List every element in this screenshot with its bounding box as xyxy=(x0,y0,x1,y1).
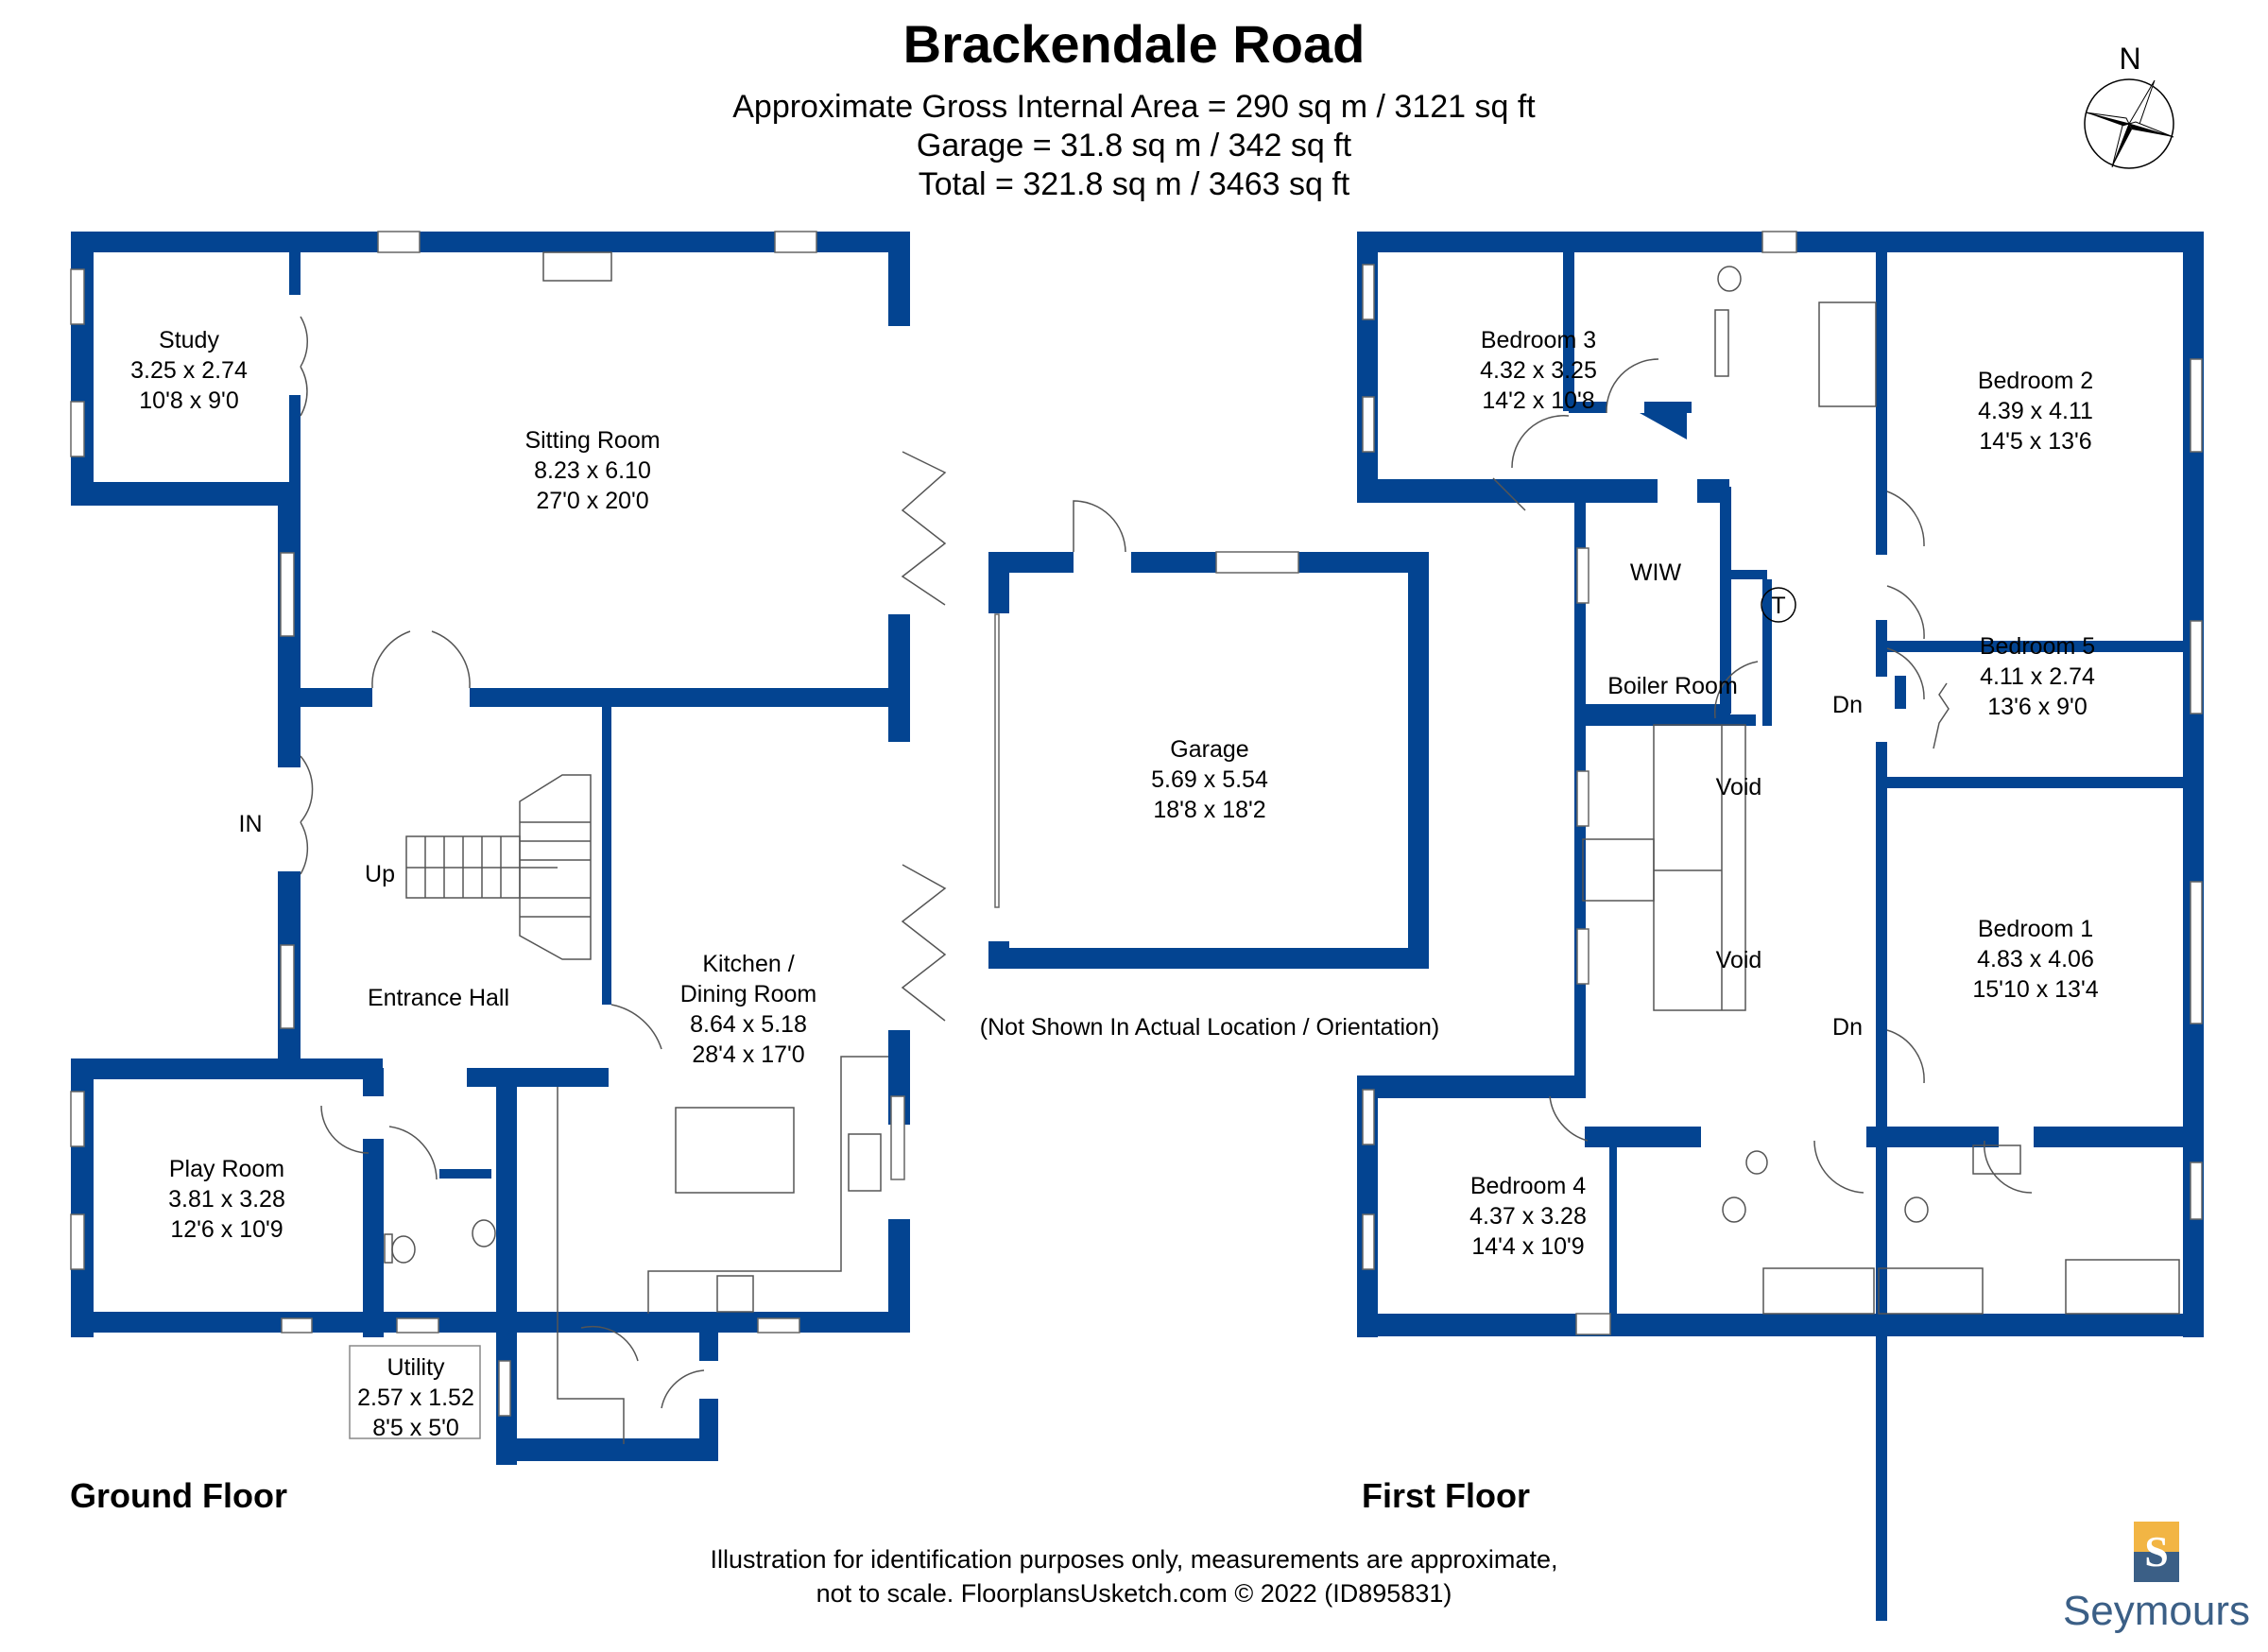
first-floor-doors xyxy=(1492,358,2033,1194)
svg-text:14'4 x 10'9: 14'4 x 10'9 xyxy=(1471,1233,1584,1260)
svg-text:Utility: Utility xyxy=(387,1354,445,1381)
svg-text:Bedroom 4: Bedroom 4 xyxy=(1470,1173,1586,1199)
first-floor-windows xyxy=(1362,231,2203,1335)
kitchen-fixtures xyxy=(557,1056,888,1444)
svg-text:Bedroom 2: Bedroom 2 xyxy=(1978,368,2093,394)
brand-mark-icon: S xyxy=(2134,1522,2179,1582)
svg-text:Up: Up xyxy=(365,861,395,887)
svg-text:4.32 x 3.25: 4.32 x 3.25 xyxy=(1480,357,1597,384)
disclaimer-line-2: not to scale. FloorplansUsketch.com © 20… xyxy=(816,1579,1452,1608)
svg-text:27'0 x 20'0: 27'0 x 20'0 xyxy=(536,488,648,514)
svg-text:WIW: WIW xyxy=(1630,559,1682,586)
svg-text:14'5 x 13'6: 14'5 x 13'6 xyxy=(1979,428,2091,455)
svg-text:Sitting Room: Sitting Room xyxy=(524,427,660,454)
svg-text:Kitchen /: Kitchen / xyxy=(702,951,794,977)
svg-text:8.23 x 6.10: 8.23 x 6.10 xyxy=(534,457,651,484)
svg-text:Dn: Dn xyxy=(1832,692,1863,718)
svg-text:12'6 x 10'9: 12'6 x 10'9 xyxy=(170,1216,283,1243)
disclaimer: Illustration for identification purposes… xyxy=(0,1542,2268,1610)
svg-text:15'10 x 13'4: 15'10 x 13'4 xyxy=(1972,976,2098,1003)
ground-floor-windows xyxy=(70,231,905,1417)
brand-name: Seymours xyxy=(2062,1588,2251,1634)
svg-text:Garage: Garage xyxy=(1170,736,1248,763)
svg-text:Boiler Room: Boiler Room xyxy=(1607,673,1738,699)
north-label: N xyxy=(2119,42,2141,76)
svg-text:8.64 x 5.18: 8.64 x 5.18 xyxy=(690,1011,807,1038)
svg-text:IN: IN xyxy=(239,811,263,837)
svg-text:Void: Void xyxy=(1716,774,1762,800)
ground-floor-doors xyxy=(300,316,947,1409)
garage-walls xyxy=(988,500,1429,969)
plan-title: Brackendale Road xyxy=(902,14,1366,74)
ground-floor-label: Ground Floor xyxy=(70,1476,287,1515)
room-name: Study xyxy=(159,327,219,353)
svg-text:Bedroom 3: Bedroom 3 xyxy=(1481,327,1596,353)
svg-text:3.25 x 2.74: 3.25 x 2.74 xyxy=(130,357,248,384)
svg-text:3.81 x 3.28: 3.81 x 3.28 xyxy=(168,1186,285,1213)
room-labels: Study 3.25 x 2.74 10'8 x 9'0 Sitting Roo… xyxy=(130,327,2099,1441)
svg-text:4.39 x 4.11: 4.39 x 4.11 xyxy=(1978,398,2093,424)
svg-text:5.69 x 5.54: 5.69 x 5.54 xyxy=(1151,766,1268,793)
ground-floor-walls xyxy=(71,232,910,1465)
gross-area: Approximate Gross Internal Area = 290 sq… xyxy=(732,89,1536,125)
boiler-tank-icon xyxy=(1761,587,1796,623)
total-area: Total = 321.8 sq m / 3463 sq ft xyxy=(918,166,1350,202)
svg-text:Dining Room: Dining Room xyxy=(680,981,817,1007)
ground-wc-fixtures xyxy=(349,1219,496,1439)
garage-area: Garage = 31.8 sq m / 342 sq ft xyxy=(916,128,1352,163)
svg-text:4.37 x 3.28: 4.37 x 3.28 xyxy=(1469,1203,1587,1230)
svg-text:Void: Void xyxy=(1716,947,1762,973)
svg-text:Play Room: Play Room xyxy=(169,1156,284,1182)
brand-logo: S Seymours xyxy=(2062,1522,2251,1635)
svg-text:4.83 x 4.06: 4.83 x 4.06 xyxy=(1977,946,2094,972)
ground-floor-staircase xyxy=(405,774,592,960)
first-floor-label: First Floor xyxy=(1362,1476,1530,1515)
svg-text:T: T xyxy=(1771,593,1785,619)
svg-text:8'5 x 5'0: 8'5 x 5'0 xyxy=(372,1415,459,1441)
first-floor-bathroom-fixtures xyxy=(1714,266,2180,1315)
svg-text:Bedroom 1: Bedroom 1 xyxy=(1978,916,2093,942)
svg-text:2.57 x 1.52: 2.57 x 1.52 xyxy=(357,1385,474,1411)
svg-text:10'8 x 9'0: 10'8 x 9'0 xyxy=(139,387,238,414)
svg-text:Entrance Hall: Entrance Hall xyxy=(368,985,509,1011)
svg-text:4.11 x 2.74: 4.11 x 2.74 xyxy=(1980,663,2095,690)
svg-text:Bedroom 5: Bedroom 5 xyxy=(1980,633,2095,660)
svg-text:14'2 x 10'8: 14'2 x 10'8 xyxy=(1482,387,1594,414)
svg-text:18'8 x 18'2: 18'8 x 18'2 xyxy=(1153,797,1265,823)
compass-rose-icon: N xyxy=(2077,42,2181,174)
svg-text:Dn: Dn xyxy=(1832,1014,1863,1041)
svg-text:13'6 x 9'0: 13'6 x 9'0 xyxy=(1987,694,2087,720)
svg-text:28'4 x 17'0: 28'4 x 17'0 xyxy=(692,1041,804,1068)
disclaimer-line-1: Illustration for identification purposes… xyxy=(710,1545,1558,1574)
first-floor-staircase xyxy=(1582,724,1746,1011)
svg-text:(Not Shown In Actual Location: (Not Shown In Actual Location / Orientat… xyxy=(980,1014,1439,1041)
